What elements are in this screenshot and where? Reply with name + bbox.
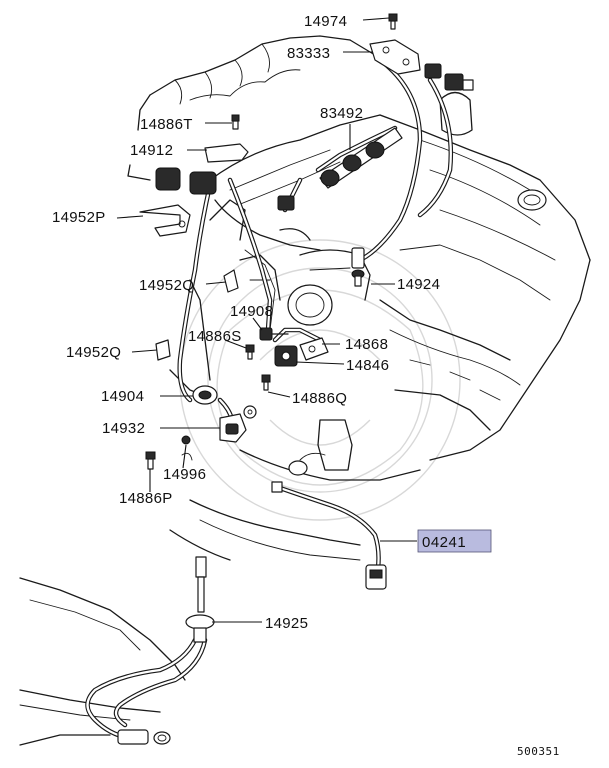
- part-14886T-bolt: [231, 114, 240, 130]
- label-14886P[interactable]: 14886P: [119, 490, 173, 507]
- watermark-emblem: [179, 239, 461, 521]
- part-labels: 14974 83333 83492 14886T 14912 14952P 14…: [52, 13, 560, 758]
- part-14904-sensor: [192, 385, 218, 405]
- label-14886Q[interactable]: 14886Q: [292, 390, 347, 407]
- label-04241[interactable]: 04241: [422, 534, 466, 551]
- parts: [117, 13, 474, 745]
- wiring-harness: [85, 57, 454, 741]
- label-14908[interactable]: 14908: [230, 303, 273, 320]
- label-14904[interactable]: 14904: [101, 388, 144, 405]
- label-83333[interactable]: 83333: [287, 45, 330, 62]
- engine-block-illustration: [137, 35, 591, 561]
- part-14974-bolt: [388, 13, 398, 30]
- label-14924[interactable]: 14924: [397, 276, 440, 293]
- part-14952Q-clamp-upper: [223, 269, 239, 293]
- part-14932-sensor: [219, 405, 257, 443]
- part-14952Q-clamp-lower: [155, 339, 171, 361]
- label-14974[interactable]: 14974: [304, 13, 347, 30]
- highlight-box-04241: [417, 529, 492, 553]
- label-14952P[interactable]: 14952P: [52, 209, 106, 226]
- label-83492[interactable]: 83492: [320, 105, 363, 122]
- part-14886P-bolt: [145, 451, 156, 470]
- connector-cluster-top-right: [424, 63, 474, 91]
- part-83333-bracket: [369, 39, 421, 75]
- leader-lines: [116, 17, 417, 623]
- label-14952Q-lower[interactable]: 14952Q: [66, 344, 121, 361]
- label-14868[interactable]: 14868: [345, 336, 388, 353]
- label-14925[interactable]: 14925: [265, 615, 308, 632]
- part-14912-bracket: [127, 143, 249, 195]
- part-14886Q-bolt: [261, 374, 271, 391]
- part-14908-sensor: [259, 327, 289, 341]
- label-14952Q-upper[interactable]: 14952Q: [139, 277, 194, 294]
- part-14925-oxygen-sensor: [117, 556, 215, 745]
- part-14846-sensor: [274, 345, 298, 367]
- label-14932[interactable]: 14932: [102, 420, 145, 437]
- label-14886S[interactable]: 14886S: [188, 328, 242, 345]
- part-14952P-clamp: [139, 204, 191, 237]
- part-14996-washer: [181, 435, 193, 461]
- label-14886T[interactable]: 14886T: [140, 116, 193, 133]
- part-14924-sensor: [351, 247, 365, 287]
- diagram-code: 500351: [517, 745, 560, 758]
- part-04241-oxygen-sensor-connector: [271, 481, 387, 590]
- transmission-illustration: [19, 577, 186, 746]
- label-14996[interactable]: 14996: [163, 466, 206, 483]
- part-14886S-bolt: [245, 344, 255, 360]
- part-14868-sensor: [299, 337, 329, 361]
- label-14846[interactable]: 14846: [346, 357, 389, 374]
- label-14912[interactable]: 14912: [130, 142, 173, 159]
- part-83492-ignition-coil: [277, 127, 403, 211]
